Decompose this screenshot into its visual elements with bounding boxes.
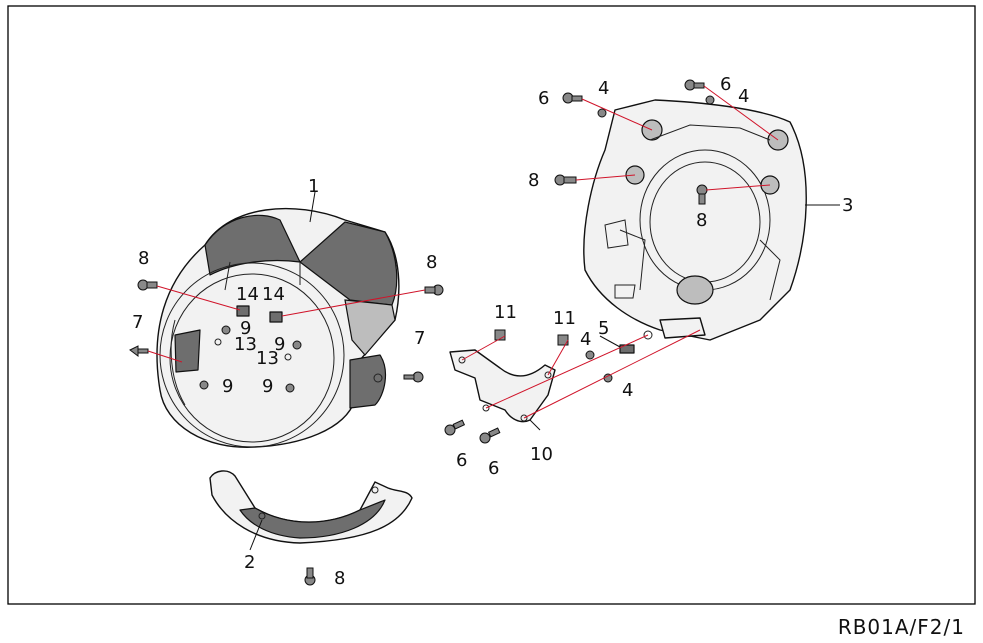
callout-1: 1 — [308, 176, 319, 197]
screw-9-c — [199, 380, 209, 390]
callout-11-a: 11 — [494, 302, 517, 323]
bolt-6-a — [562, 92, 583, 104]
callout-5: 5 — [598, 318, 609, 339]
bolt-6-c — [444, 419, 466, 436]
bolt-8-right — [424, 284, 444, 296]
callout-11-b: 11 — [553, 308, 576, 329]
rivet-7-right — [403, 371, 424, 383]
grommet-13-a — [214, 338, 222, 346]
callout-9-d: 9 — [262, 376, 273, 397]
callout-4-c: 4 — [580, 329, 591, 350]
callout-8-a: 8 — [138, 248, 149, 269]
rivet-7-left — [129, 345, 149, 357]
bolt-8-housing — [554, 174, 577, 186]
screw-9-b — [292, 340, 302, 350]
part-3-inner-housing — [583, 99, 807, 341]
callout-4-a: 4 — [598, 78, 609, 99]
part-1-headlight-cover — [156, 207, 400, 448]
hardware-items — [129, 79, 715, 586]
callout-8-c: 8 — [528, 170, 539, 191]
callout-7-a: 7 — [132, 312, 143, 333]
callout-6-d: 6 — [488, 458, 499, 479]
grommet-13-b — [284, 353, 292, 361]
nut-11-a — [494, 329, 506, 341]
clip-14-b — [269, 311, 283, 323]
drawing-frame — [7, 5, 976, 605]
drawing-reference-code: RB01A/F2/1 — [837, 615, 965, 639]
callout-4-d: 4 — [622, 380, 633, 401]
washer-4-c — [585, 350, 595, 360]
callout-14-b: 14 — [262, 284, 285, 305]
callout-4-b: 4 — [738, 86, 749, 107]
callout-8-d: 8 — [696, 210, 707, 231]
callout-7-b: 7 — [414, 328, 425, 349]
screw-9-d — [285, 383, 295, 393]
callout-9-b: 9 — [274, 334, 285, 355]
callout-10: 10 — [530, 444, 553, 465]
assembly-lines — [147, 85, 779, 419]
callout-3: 3 — [842, 195, 853, 216]
callout-6-c: 6 — [456, 450, 467, 471]
part-10-bracket — [449, 349, 556, 423]
bolt-6-b — [684, 79, 705, 91]
callout-2: 2 — [244, 552, 255, 573]
clip-14-a — [236, 305, 250, 317]
callout-6-a: 6 — [538, 88, 549, 109]
callout-9-c: 9 — [222, 376, 233, 397]
callout-13-a: 13 — [234, 334, 257, 355]
washer-4-a — [597, 108, 607, 118]
callout-14-a: 14 — [236, 284, 259, 305]
bolt-8-center — [696, 184, 708, 205]
leader-lines — [249, 191, 840, 551]
bolt-8-left — [137, 279, 158, 291]
callout-13-b: 13 — [256, 348, 279, 369]
callout-6-b: 6 — [720, 74, 731, 95]
washer-4-d — [603, 373, 613, 383]
callout-labels: 1 2 3 4 4 4 4 5 6 6 6 6 7 7 8 8 8 8 8 9 … — [132, 74, 853, 589]
callout-8-b: 8 — [426, 252, 437, 273]
callout-8-e: 8 — [334, 568, 345, 589]
bolt-6-d — [479, 427, 501, 444]
bolt-8-bottom — [304, 567, 316, 586]
callout-9-a: 9 — [240, 318, 251, 339]
screw-9-a — [221, 325, 231, 335]
washer-4-b — [705, 95, 715, 105]
part-2-lower-cover — [209, 470, 413, 544]
